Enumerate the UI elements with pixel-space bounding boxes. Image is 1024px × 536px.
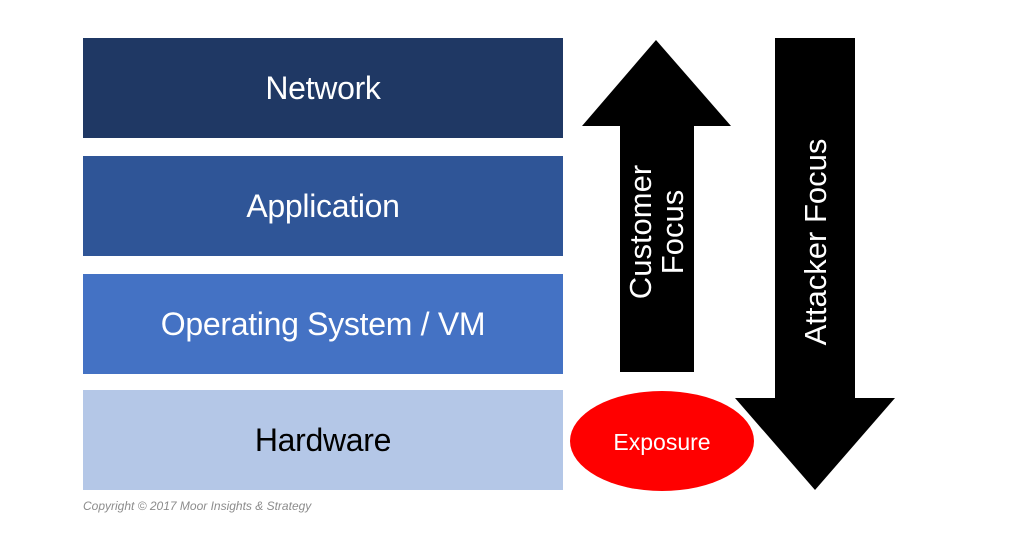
layer-network-label: Network [265,69,381,106]
exposure-ellipse: Exposure [570,391,754,491]
customer-focus-label-line2: Focus [655,190,690,274]
layer-hardware: Hardware [83,390,563,490]
copyright-notice: Copyright © 2017 Moor Insights & Strateg… [83,499,312,513]
customer-focus-arrow: Customer Focus [582,40,731,372]
attacker-focus-arrow-shape [735,38,895,490]
layer-operating-system: Operating System / VM [83,274,563,374]
layer-network: Network [83,38,563,138]
exposure-ellipse-shape [570,391,754,491]
layer-application: Application [83,156,563,256]
customer-focus-arrow-shape [582,40,731,372]
attacker-focus-arrow: Attacker Focus [735,38,895,490]
attacker-focus-label: Attacker Focus [798,139,833,346]
customer-focus-label-line1: Customer [623,165,658,299]
exposure-label: Exposure [613,429,710,455]
layer-hardware-label: Hardware [254,421,392,458]
layer-application-label: Application [246,187,400,224]
layer-operating-system-label: Operating System / VM [160,305,486,342]
